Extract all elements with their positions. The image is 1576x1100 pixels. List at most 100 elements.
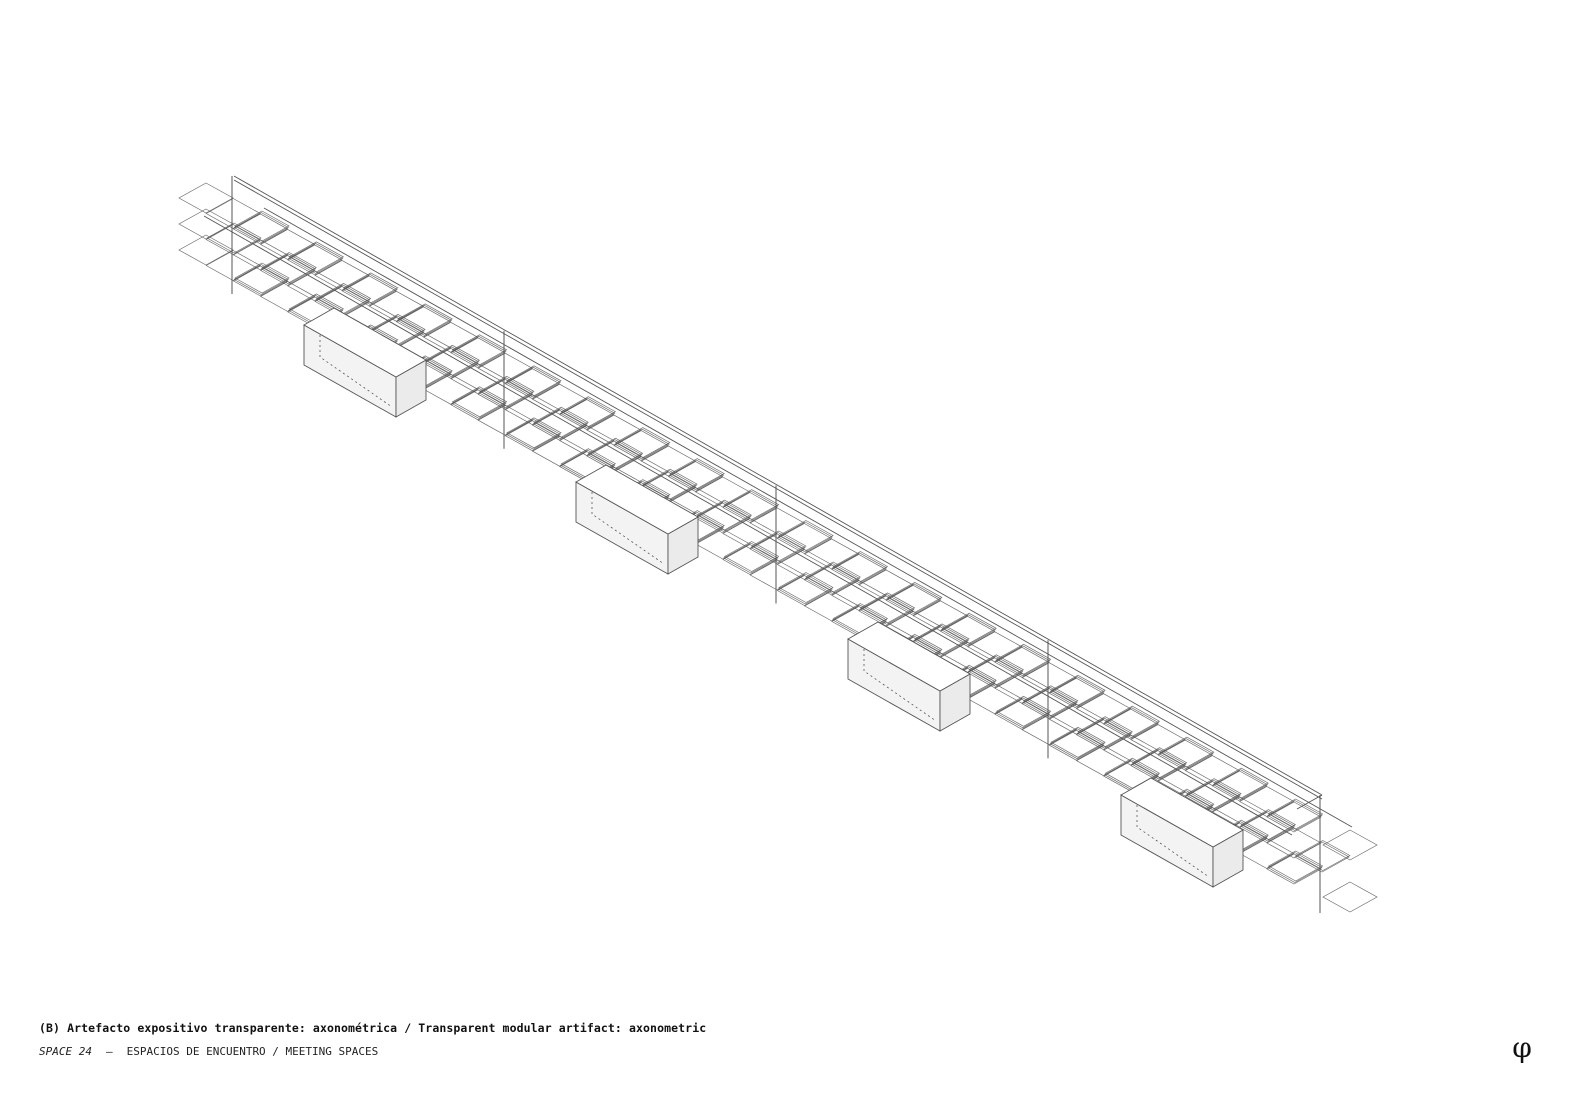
modular-panel — [178, 208, 234, 240]
modular-panel — [451, 386, 508, 418]
modular-panel — [559, 397, 616, 429]
modular-panel — [1103, 734, 1159, 766]
modular-panel — [506, 417, 562, 449]
longitudinal-rail — [233, 179, 1323, 800]
modular-panel — [1294, 841, 1350, 873]
modular-panel — [531, 383, 588, 415]
modular-panel — [1131, 748, 1187, 780]
modular-panel — [967, 683, 1023, 715]
modular-panel — [423, 321, 479, 353]
modular-panel — [531, 435, 588, 467]
modular-panel — [1239, 786, 1295, 817]
section-label: ESPACIOS DE ENCUENTRO / MEETING SPACES — [126, 1045, 379, 1058]
series-label: SPACE 24 — [39, 1045, 92, 1058]
modular-panel — [287, 242, 344, 274]
figure-caption: (B) Artefacto expositivo transparente: a… — [39, 1021, 707, 1035]
modular-panel — [395, 306, 452, 338]
modular-panel — [1103, 708, 1159, 740]
modular-panel — [477, 404, 533, 436]
modular-panel — [640, 445, 697, 477]
modular-panel — [450, 337, 506, 369]
modular-panel — [504, 368, 561, 400]
modular-panel — [1184, 755, 1241, 787]
vertical-frames — [231, 176, 1323, 913]
modular-panel — [1267, 852, 1323, 883]
modular-panel — [205, 198, 261, 229]
modular-panel — [913, 624, 969, 656]
modular-panel — [342, 273, 398, 305]
modular-panel — [178, 234, 234, 266]
modular-panel — [749, 533, 805, 565]
modular-panel — [1049, 676, 1105, 708]
modular-panel — [314, 259, 370, 291]
modular-panel — [668, 459, 725, 491]
modular-panel — [477, 378, 533, 410]
modular-panel — [1211, 770, 1268, 802]
modular-panel — [777, 521, 833, 553]
modular-panel — [967, 657, 1023, 689]
modular-panel — [1130, 724, 1186, 756]
longitudinal-rail — [263, 207, 1353, 828]
modular-panel — [1266, 827, 1322, 859]
modular-panel — [232, 239, 289, 271]
modular-panel — [940, 614, 997, 646]
modular-panel — [559, 425, 615, 457]
modular-panel — [1267, 850, 1324, 882]
modular-panel — [1076, 717, 1133, 749]
hidden-edge — [863, 649, 937, 722]
modular-panel — [233, 212, 289, 243]
modular-panel — [232, 213, 289, 245]
modular-panel — [423, 346, 480, 378]
modular-panel — [206, 222, 262, 254]
modular-panel — [995, 645, 1051, 677]
modular-panel — [939, 615, 996, 647]
modular-panel — [776, 523, 833, 554]
modular-panel — [232, 265, 289, 297]
modular-panel — [1075, 693, 1132, 725]
modular-panel — [886, 583, 942, 615]
modular-panel — [1021, 714, 1077, 746]
modular-panel — [749, 507, 805, 539]
modular-panel — [613, 430, 669, 462]
modular-panel — [831, 552, 888, 584]
modular-panel — [1050, 726, 1106, 758]
modular-panel — [368, 290, 425, 322]
modular-panel — [994, 672, 1050, 704]
modular-panel — [722, 492, 778, 523]
modular-panel — [451, 387, 507, 419]
separator-dash: — — [105, 1045, 113, 1058]
modular-panel — [1048, 729, 1105, 761]
modular-panel — [777, 573, 833, 605]
modular-panel — [831, 579, 887, 611]
modular-panel — [1239, 812, 1295, 843]
modular-panel — [776, 549, 833, 580]
modular-panel — [723, 490, 779, 522]
hidden-edge — [319, 335, 393, 408]
modular-panel — [1266, 801, 1322, 833]
modular-panel — [259, 228, 316, 260]
modular-panel — [450, 389, 506, 421]
modular-panel — [505, 418, 561, 450]
phi-logo-icon: φ — [1512, 1031, 1532, 1064]
modular-panel — [1322, 829, 1378, 861]
modular-panel — [1157, 739, 1213, 771]
modular-panel — [803, 564, 860, 596]
modular-panel — [776, 575, 833, 606]
modular-panel — [723, 541, 780, 572]
modular-panel — [477, 352, 533, 384]
modular-panel — [858, 569, 914, 601]
modular-panel — [885, 610, 941, 642]
modular-panel — [260, 253, 317, 285]
modular-panel — [1266, 853, 1322, 885]
modular-panel — [1021, 688, 1077, 720]
modular-panel — [586, 414, 642, 446]
modular-panel — [995, 697, 1051, 729]
modular-panel — [1212, 769, 1269, 801]
modular-panel — [559, 399, 615, 431]
modular-panel — [695, 476, 751, 508]
modular-panel — [695, 502, 751, 534]
base-block-top — [847, 621, 971, 692]
figure-subcaption: SPACE 24 — ESPACIOS DE ENCUENTRO / MEETING… — [39, 1045, 378, 1058]
modular-panel — [722, 544, 778, 575]
